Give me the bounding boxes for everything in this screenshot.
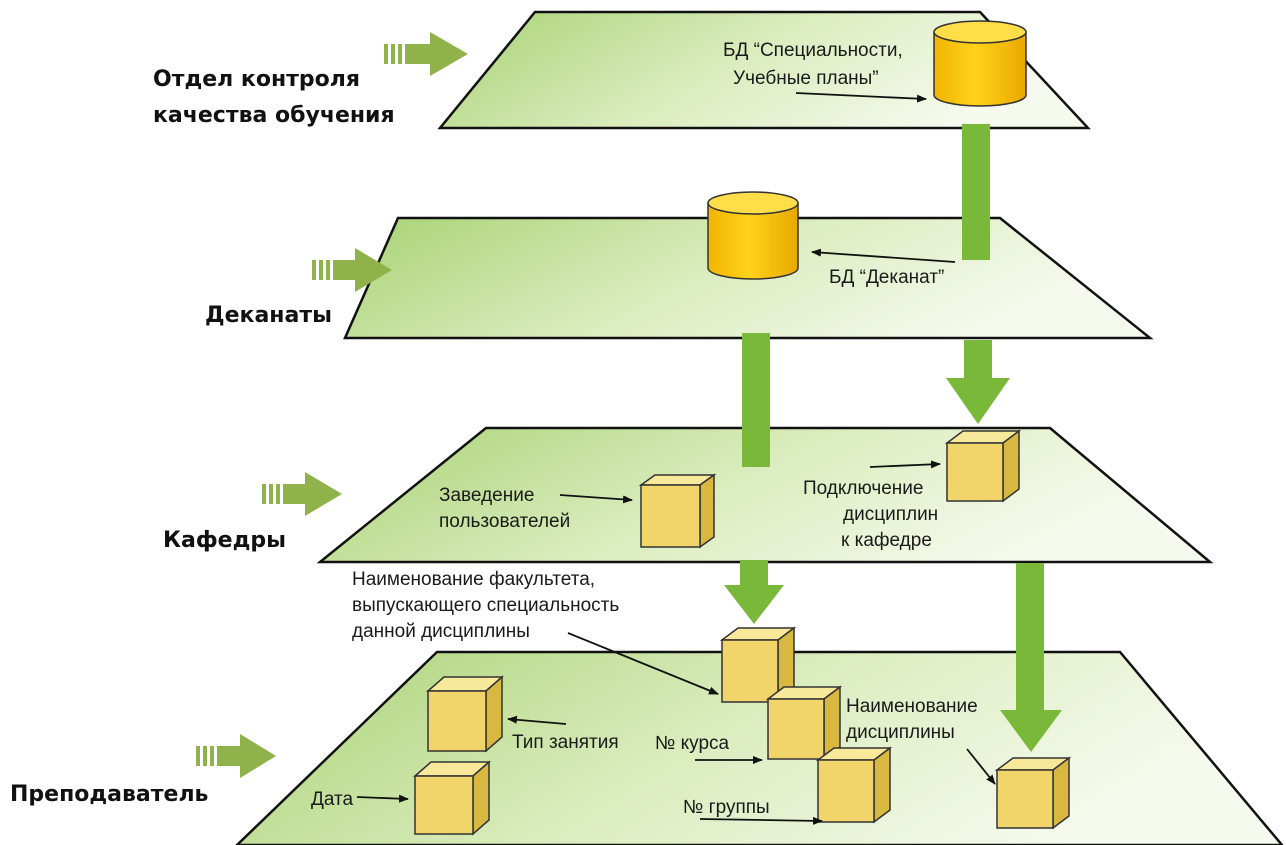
pointer-arrow [869,460,941,469]
level-label-departments: Кафедры [163,528,286,553]
module-cube-icon [994,756,1072,830]
note-faculty-line2: выпускающего специальность [352,595,619,616]
flow-arrow-down-icon [724,560,784,624]
note-connect-line1: Подключение [803,478,923,499]
pointer-arrow [966,748,996,785]
flow-connector [962,124,990,260]
module-cube-icon [638,473,717,549]
module-cube-icon [413,760,491,836]
note-db-specialties-line2: Учебные планы” [733,68,879,89]
pointer-arrow [507,715,567,725]
level-label-quality-line1: Отдел контроля [153,67,360,92]
note-db-deanery: БД “Деканат” [829,267,944,288]
level-label-teacher: Преподаватель [10,782,208,807]
module-cube-icon [944,429,1022,503]
input-arrow-icon [312,248,392,292]
level-label-quality-line2: качества обучения [153,103,395,128]
note-users-line1: Заведение [439,485,534,506]
input-arrow-icon [262,472,342,516]
note-course-no: № курса [655,733,730,754]
module-cube-icon [765,685,843,761]
note-group-no: № группы [683,797,770,818]
pointer-arrow [356,794,409,803]
database-cylinder-icon [933,20,1027,107]
note-lesson-type: Тип занятия [512,732,619,753]
level-label-deaneries: Деканаты [205,303,332,328]
note-discipline-line2: дисциплины [846,722,955,743]
note-faculty-line3: данной дисциплины [352,621,530,642]
note-faculty-line1: Наименование факультета, [352,569,595,590]
note-users-line2: пользователей [439,511,570,532]
module-cube-icon [815,746,893,824]
input-arrow-icon [384,32,468,76]
database-cylinder-icon [707,191,799,280]
module-cube-icon [719,626,797,704]
flow-connector [742,333,770,467]
module-cube-icon [426,675,504,753]
pointer-arrow [567,632,719,695]
flow-arrow-down-icon [946,340,1010,424]
note-discipline-line1: Наименование [846,696,978,717]
flow-arrow-down-icon [1000,563,1062,752]
note-connect-line3: к кафедре [841,530,932,551]
pointer-arrow [699,816,823,825]
note-date: Дата [311,789,354,810]
pointer-arrow [811,248,956,263]
note-db-specialties-line1: БД “Специальности, [723,40,903,61]
pointer-arrow [795,92,927,103]
input-arrow-icon [196,734,276,778]
pointer-arrow [559,494,633,504]
note-connect-line2: дисциплин [843,504,938,525]
